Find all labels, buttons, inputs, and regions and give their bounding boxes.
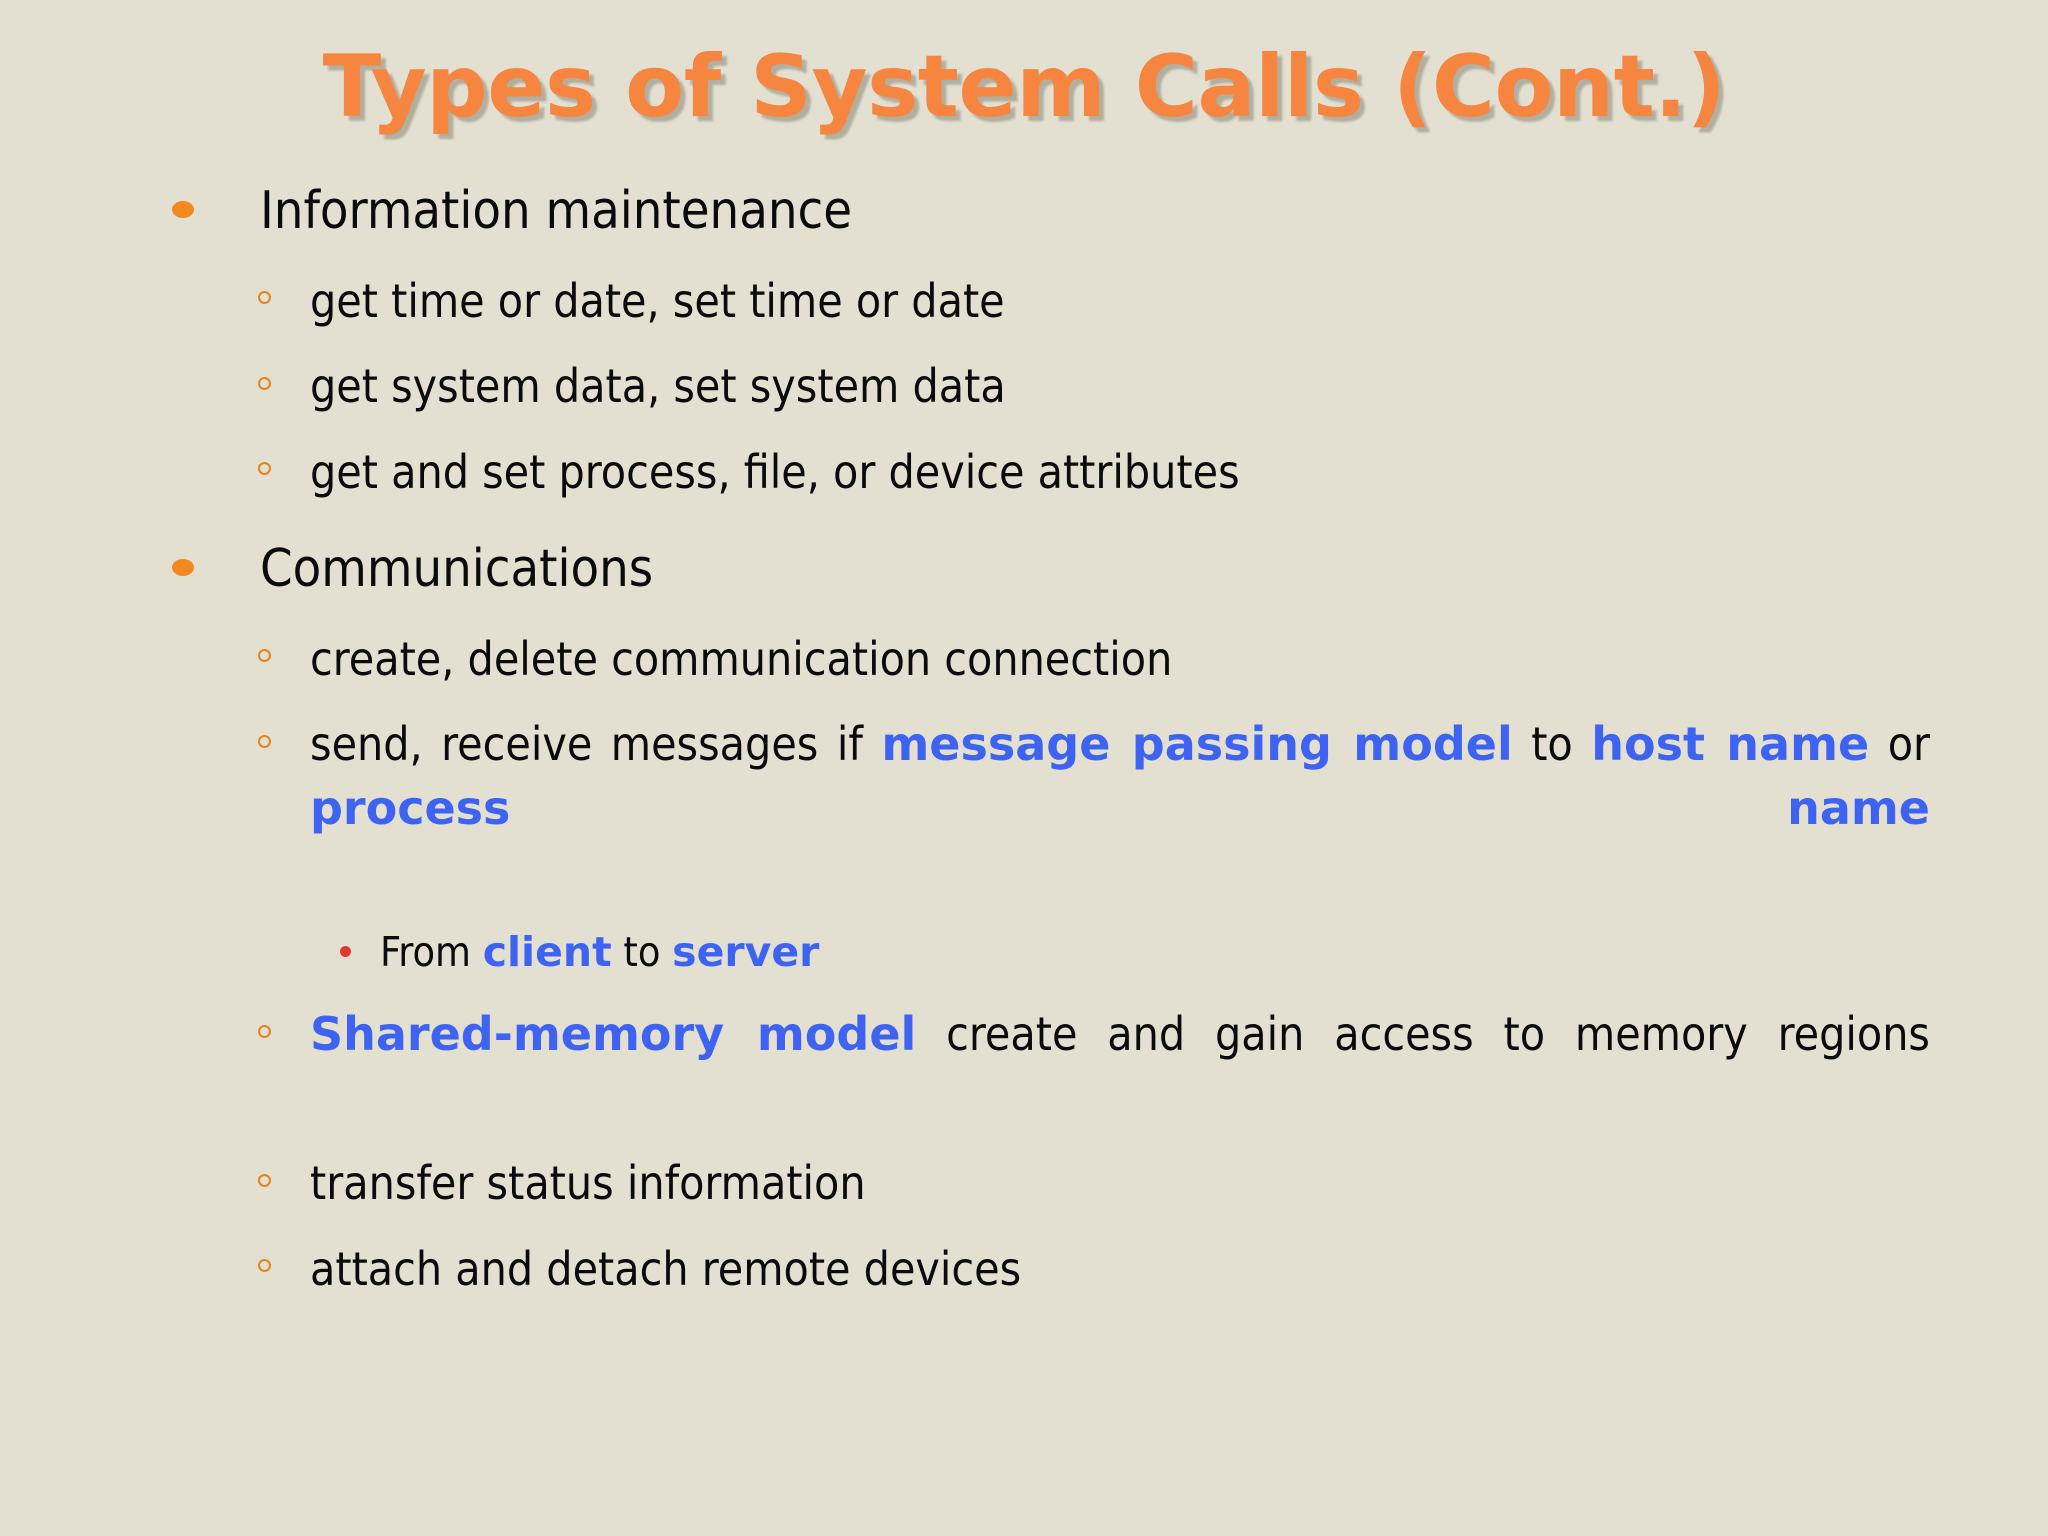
bullet-level2-label: get time or date, set time or date (310, 273, 1005, 328)
filled-disc-icon (172, 200, 194, 218)
text-run: to (611, 928, 673, 977)
bullet-level2-label: get and set process, file, or device att… (310, 444, 1240, 499)
bullet-level2-get-time-or-date: get time or date, set time or date (150, 270, 1930, 333)
bullet-level2-create-delete-connection: create, delete communication connection (150, 628, 1930, 691)
bullet-level2-get-set-process-attributes: get and set process, file, or device att… (150, 441, 1930, 504)
hollow-circle-icon (258, 649, 271, 663)
hollow-circle-icon (258, 1173, 271, 1187)
keyword-server: server (672, 928, 820, 977)
spacer (150, 987, 1930, 1003)
hollow-circle-icon (258, 376, 271, 390)
text-run: or (1869, 717, 1931, 772)
hollow-circle-icon (258, 462, 271, 476)
bullet-level2-send-receive-messages: send, receive messages if message passin… (150, 713, 1930, 903)
spacer (150, 1222, 1930, 1238)
hollow-circle-icon (258, 1259, 271, 1273)
bullet-level2-transfer-status-information: transfer status information (150, 1152, 1930, 1215)
bullet-level2-label: transfer status information (310, 1156, 866, 1211)
bullet-level1-label: Information maintenance (260, 181, 853, 241)
keyword-host-name: host name (1591, 717, 1870, 772)
hollow-circle-icon (258, 734, 271, 748)
keyword-message-passing-model: message passing model (881, 717, 1513, 772)
page-title: Types of System Calls (Cont.) (322, 37, 1726, 137)
bullet-level2-shared-memory-model: Shared-memory model create and gain acce… (150, 1003, 1930, 1130)
text-run: create and gain access to memory regions (916, 1007, 1930, 1062)
filled-disc-icon (172, 558, 194, 576)
spacer (150, 1136, 1930, 1152)
hollow-circle-icon (258, 291, 271, 305)
keyword-process-name: process name (310, 780, 1930, 835)
slide-body: Information maintenance get time or date… (150, 178, 1930, 1307)
bullet-level1-information-maintenance: Information maintenance (150, 178, 1930, 246)
bullet-level2-label: get system data, set system data (310, 359, 1006, 414)
bullet-level2-attach-detach-remote-devices: attach and detach remote devices (150, 1238, 1930, 1301)
bullet-level3-from-client-to-server: From client to server (150, 925, 1930, 981)
keyword-shared-memory-model: Shared-memory model (310, 1007, 917, 1062)
spacer (150, 339, 1930, 355)
bullet-level1-label: Communications (260, 539, 654, 599)
text-run: to (1512, 717, 1592, 772)
spacer (150, 909, 1930, 925)
bullet-level1-communications: Communications (150, 536, 1930, 604)
bullet-level2-get-system-data: get system data, set system data (150, 355, 1930, 418)
bullet-level2-label: attach and detach remote devices (310, 1241, 1022, 1296)
text-run: send, receive messages if (310, 717, 882, 772)
spacer (150, 254, 1930, 270)
spacer (150, 425, 1930, 441)
hollow-circle-icon (258, 1024, 271, 1038)
spacer (150, 612, 1930, 628)
spacer (150, 697, 1930, 713)
text-run: From (380, 928, 483, 977)
spacer (150, 510, 1930, 536)
keyword-client: client (482, 928, 612, 977)
small-dot-icon (340, 945, 351, 957)
bullet-level2-label: create, delete communication connection (310, 631, 1173, 686)
